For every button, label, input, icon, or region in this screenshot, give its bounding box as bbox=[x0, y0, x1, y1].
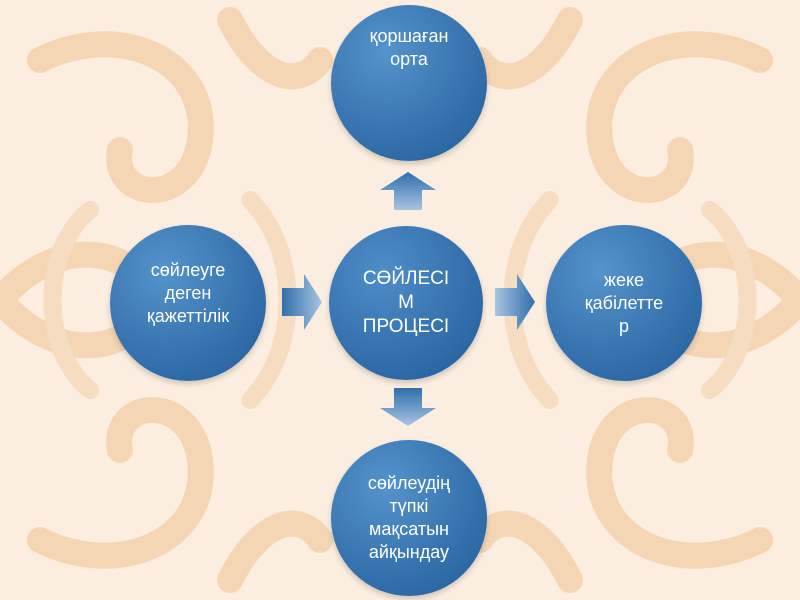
node-top-label: қоршаған орта bbox=[369, 26, 449, 69]
arrow-right bbox=[495, 274, 535, 330]
node-left: сөйлеуге деген қажеттілік bbox=[110, 225, 266, 381]
node-bottom: сөйлеудің түпкі мақсатын айқындау bbox=[331, 440, 487, 596]
node-top: қоршаған орта bbox=[331, 5, 487, 161]
node-right-label: жеке қабілетте р bbox=[584, 269, 664, 336]
arrow-up bbox=[380, 172, 436, 210]
center-node-label: СӨЙЛЕСІ М ПРОЦЕСІ bbox=[362, 268, 450, 337]
node-bottom-label: сөйлеудің түпкі мақсатын айқындау bbox=[367, 473, 451, 562]
arrow-left bbox=[282, 274, 322, 330]
node-left-label: сөйлеуге деген қажеттілік bbox=[146, 259, 230, 326]
arrow-down bbox=[380, 388, 436, 426]
center-node: СӨЙЛЕСІ М ПРОЦЕСІ bbox=[329, 226, 483, 380]
node-right: жеке қабілетте р bbox=[546, 225, 702, 381]
